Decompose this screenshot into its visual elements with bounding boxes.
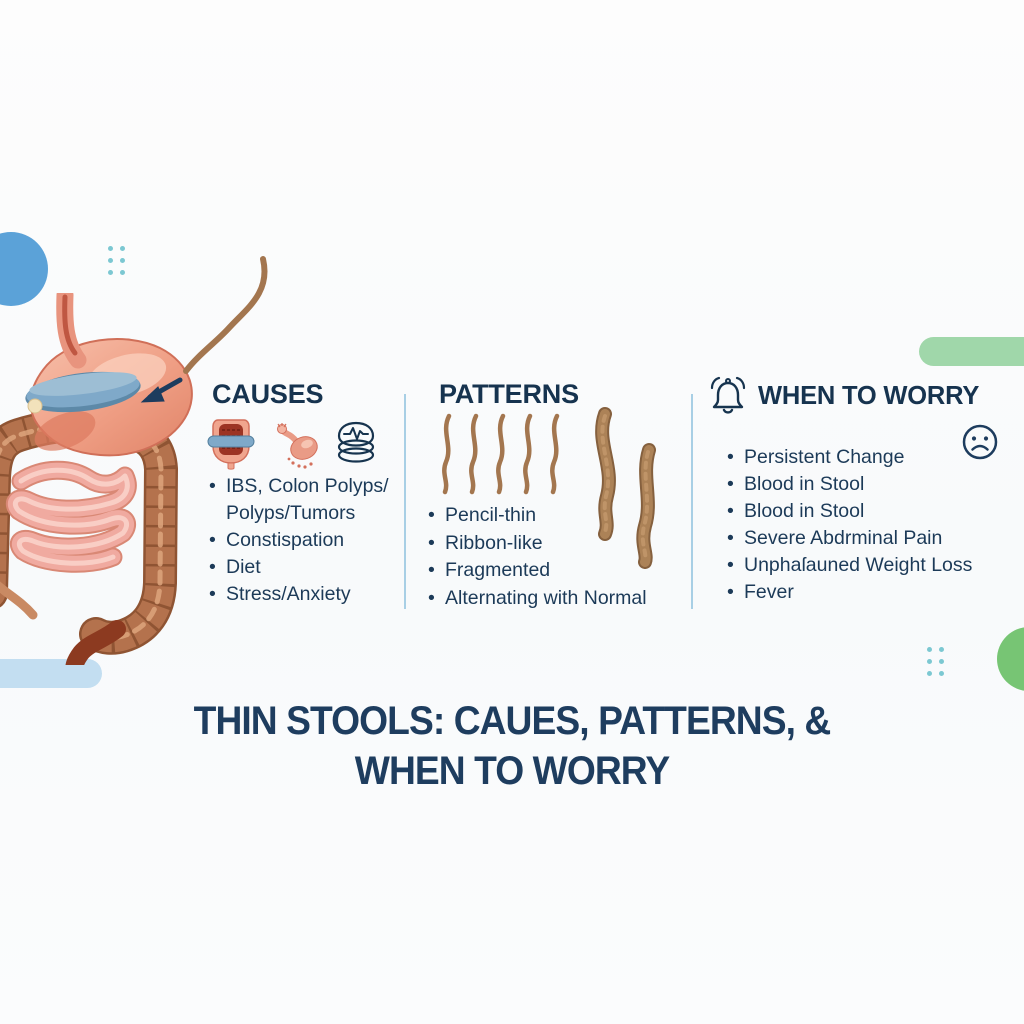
list-item: Blood in Stool — [727, 471, 987, 498]
list-item: Stress/Anxiety — [209, 581, 424, 608]
decor-green-circle — [997, 627, 1024, 691]
causes-list: IBS, Colon Polyps/ Polyps/Tumors Constis… — [209, 473, 424, 608]
thin-squiggle-stools-icon — [442, 413, 560, 495]
worry-heading: WHEN TO WORRY — [758, 382, 980, 410]
patterns-heading: PATTERNS — [439, 379, 579, 409]
list-item: Ribbon-like — [428, 530, 678, 558]
thin-stool-annotation — [140, 256, 268, 403]
bell-icon — [710, 376, 746, 414]
causes-heading: CAUSES — [212, 379, 324, 409]
list-item: Pencil-thin — [428, 502, 678, 530]
patterns-list: Pencil-thin Ribbon-like Fragmented Alter… — [428, 502, 678, 612]
rectum-shape — [65, 620, 126, 665]
appendix-shape — [0, 581, 38, 620]
page-title: THIN STOOLS: CAUES, PATTERNS, & WHEN TO … — [36, 696, 988, 796]
decor-lightblue-pill — [0, 659, 102, 688]
stomach-band-shape — [25, 371, 141, 413]
decor-dot-grid-top — [108, 246, 125, 275]
worry-list: Persistent Change Blood in Stool Blood i… — [727, 444, 987, 606]
thin-stool-curve-icon — [183, 256, 268, 374]
arrow-icon — [140, 377, 183, 403]
list-item: Fever — [727, 579, 987, 606]
decor-green-pill — [919, 337, 1024, 366]
list-item: Fragmented — [428, 557, 678, 585]
stomach-shape — [25, 293, 193, 457]
colon-band-icon — [207, 419, 255, 470]
list-item: IBS, Colon Polyps/ Polyps/Tumors — [209, 473, 424, 527]
page-title-line-2: WHEN TO WORRY — [354, 749, 670, 793]
list-item: Unphaſauned Weight Loss — [727, 552, 987, 579]
list-item: Diet — [209, 554, 424, 581]
small-intestine-shape — [5, 460, 137, 573]
list-item: Blood in Stool — [727, 498, 987, 525]
digestive-system-illustration — [0, 293, 193, 665]
list-item: Persistent Change — [727, 444, 987, 471]
polyp-icon — [277, 423, 318, 469]
list-item: Severe Abdrminal Pain — [727, 525, 987, 552]
list-item: Constispation — [209, 527, 424, 554]
stomach-dot — [27, 398, 43, 414]
decor-dot-grid-bottom — [927, 647, 944, 676]
column-divider-2 — [691, 394, 693, 609]
list-item: Alternating with Normal — [428, 585, 678, 613]
page-title-line-1: THIN STOOLS: CAUES, PATTERNS, & — [193, 699, 832, 743]
stress-stack-icon — [337, 421, 375, 463]
worry-header: WHEN TO WORRY — [707, 376, 979, 416]
